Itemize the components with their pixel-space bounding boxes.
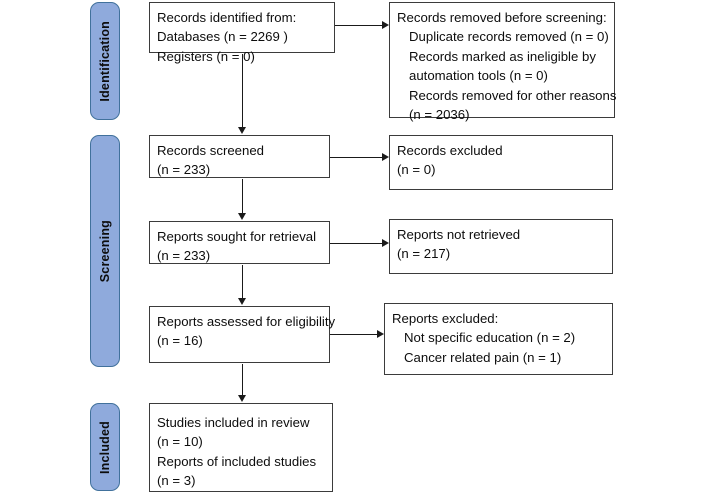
node-records-identified: Records identified from: Databases (n = …	[149, 2, 335, 64]
node-line: Records removed before screening:	[397, 10, 607, 25]
connector-screened-to-excluded	[330, 157, 382, 158]
node-records-removed-before-screening: Records removed before screening: Duplic…	[389, 2, 617, 122]
stage-label-screening: Screening	[97, 219, 112, 283]
node-line: Reports of included studies	[157, 453, 317, 469]
node-reports-excluded: Reports excluded: Not specific education…	[384, 303, 613, 375]
arrowhead-assessed-to-reports-excluded	[377, 330, 384, 338]
node-line: Reports not retrieved	[397, 227, 521, 242]
arrowhead-assessed-to-included	[238, 395, 246, 402]
connector-identified-to-removed	[335, 25, 382, 26]
node-line: Reports assessed for eligibility	[157, 314, 336, 329]
node-line: (n = 217)	[397, 246, 451, 262]
node-line: Records screened	[157, 143, 265, 158]
node-line: Records marked as ineligible by	[409, 48, 596, 64]
connector-identified-to-screened	[242, 54, 243, 128]
node-line: (n = 16)	[157, 333, 203, 349]
node-line: Reports sought for retrieval	[157, 229, 317, 244]
arrowhead-screened-to-sought	[238, 213, 246, 220]
arrowhead-identified-to-screened	[238, 127, 246, 134]
node-line: (n = 0)	[397, 162, 436, 178]
stage-label-identification: Identification	[97, 20, 112, 102]
node-records-excluded: Records excluded (n = 0)	[389, 135, 613, 190]
connector-sought-to-not-retrieved	[330, 243, 382, 244]
stage-label-included: Included	[97, 420, 112, 474]
arrowhead-identified-to-removed	[382, 21, 389, 29]
stage-bar-screening: Screening	[90, 135, 120, 367]
arrowhead-sought-to-assessed	[238, 298, 246, 305]
node-line: Databases (n = 2269 )	[157, 29, 288, 45]
connector-sought-to-assessed	[242, 265, 243, 299]
node-line: Not specific education (n = 2)	[404, 330, 576, 346]
node-line: Cancer related pain (n = 1)	[404, 349, 562, 365]
node-line: Reports excluded:	[392, 311, 499, 326]
node-studies-included-in-review: Studies included in review (n = 10) Repo…	[149, 403, 333, 492]
node-line: automation tools (n = 0)	[409, 68, 548, 84]
node-line: Records excluded	[397, 143, 503, 158]
node-reports-assessed-for-eligibility: Reports assessed for eligibility (n = 16…	[149, 306, 336, 363]
node-line: (n = 2036)	[409, 107, 470, 123]
arrowhead-sought-to-not-retrieved	[382, 239, 389, 247]
stage-bar-identification: Identification	[90, 2, 120, 120]
stage-bar-included: Included	[90, 403, 120, 491]
node-line: Studies included in review	[157, 415, 310, 430]
node-line: Records removed for other reasons	[409, 87, 617, 103]
node-line: Duplicate records removed (n = 0)	[409, 29, 609, 45]
node-line: (n = 233)	[157, 162, 211, 178]
node-line: (n = 233)	[157, 248, 211, 264]
node-reports-sought-for-retrieval: Reports sought for retrieval (n = 233)	[149, 221, 330, 264]
node-line: (n = 3)	[157, 473, 196, 489]
node-line: (n = 10)	[157, 434, 203, 450]
arrowhead-screened-to-excluded	[382, 153, 389, 161]
connector-assessed-to-reports-excluded	[330, 334, 377, 335]
connector-screened-to-sought	[242, 179, 243, 214]
node-line: Records identified from:	[157, 10, 297, 25]
connector-assessed-to-included	[242, 364, 243, 396]
node-records-screened: Records screened (n = 233)	[149, 135, 330, 178]
node-line: Registers (n = 0)	[157, 48, 255, 64]
node-reports-not-retrieved: Reports not retrieved (n = 217)	[389, 219, 613, 274]
